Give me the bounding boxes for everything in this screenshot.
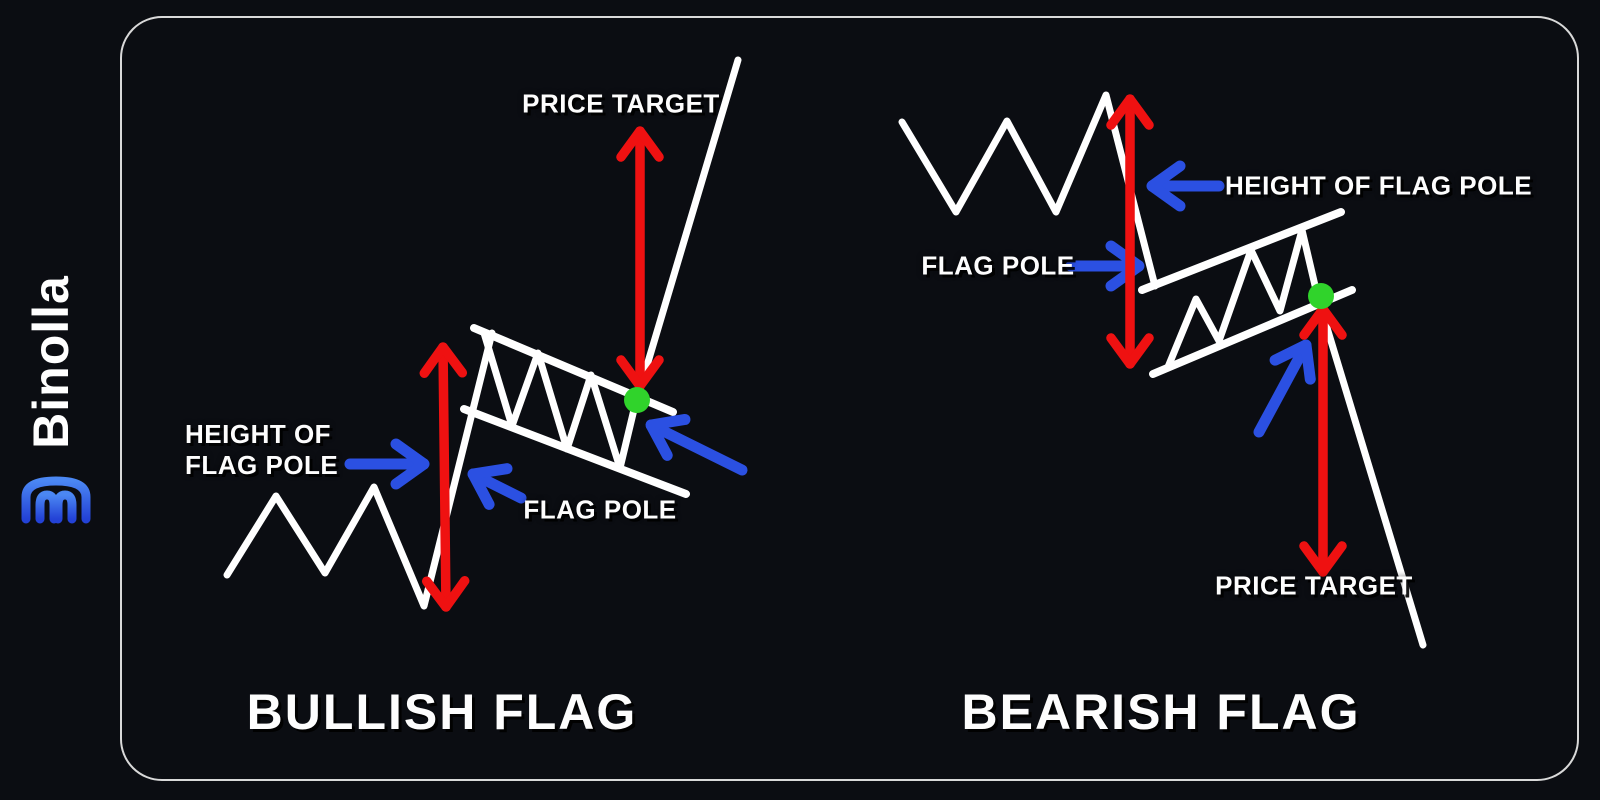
bearish-flag-upper-channel-line: [1138, 208, 1345, 294]
bullish-height-of-flagpole-label: HEIGHT OF FLAG POLE: [185, 419, 338, 481]
bullish-flag-title: BULLISH FLAG: [246, 684, 638, 740]
bearish-flag-pole-label: FLAG POLE: [921, 250, 1075, 281]
bullish-flag-diagram: [223, 56, 748, 612]
bullish-price-target-label: PRICE TARGET: [522, 88, 720, 119]
bullish-flagpole-pointer-arrow: [467, 474, 527, 498]
bearish-height-of-flagpole-label: HEIGHT OF FLAG POLE: [1225, 170, 1533, 201]
bullish-breakout-pointer-arrow: [645, 425, 748, 476]
bullish-flag-consolidation-zigzag: [480, 329, 641, 472]
bullish-breakout-point-dot: [624, 387, 650, 413]
bullish-height-label-line2: FLAG POLE: [185, 450, 339, 480]
bearish-flag-diagram: [898, 91, 1427, 649]
logo-arches: [21, 476, 91, 524]
bullish-height-label-line1: HEIGHT OF: [185, 419, 332, 449]
bearish-flag-title: BEARISH FLAG: [961, 684, 1361, 740]
logo-outer-arch: [21, 476, 91, 524]
bearish-breakdown-point-dot: [1308, 283, 1334, 309]
bearish-flag-consolidation-zigzag: [1164, 226, 1321, 371]
bearish-price-target-label: PRICE TARGET: [1215, 570, 1413, 601]
border-frame: [120, 16, 1579, 781]
bullish-flagpole-height-measure-arrow: [443, 342, 446, 612]
bearish-breakdown-pointer-arrow: [1253, 339, 1306, 438]
binolla-logo-icon: [21, 476, 91, 524]
logo-inner-right-arch: [53, 490, 77, 524]
bullish-flag-lower-channel-line: [460, 405, 690, 498]
bullish-flag-pole-label: FLAG POLE: [523, 494, 677, 525]
logo-inner-left-arch: [35, 490, 59, 524]
